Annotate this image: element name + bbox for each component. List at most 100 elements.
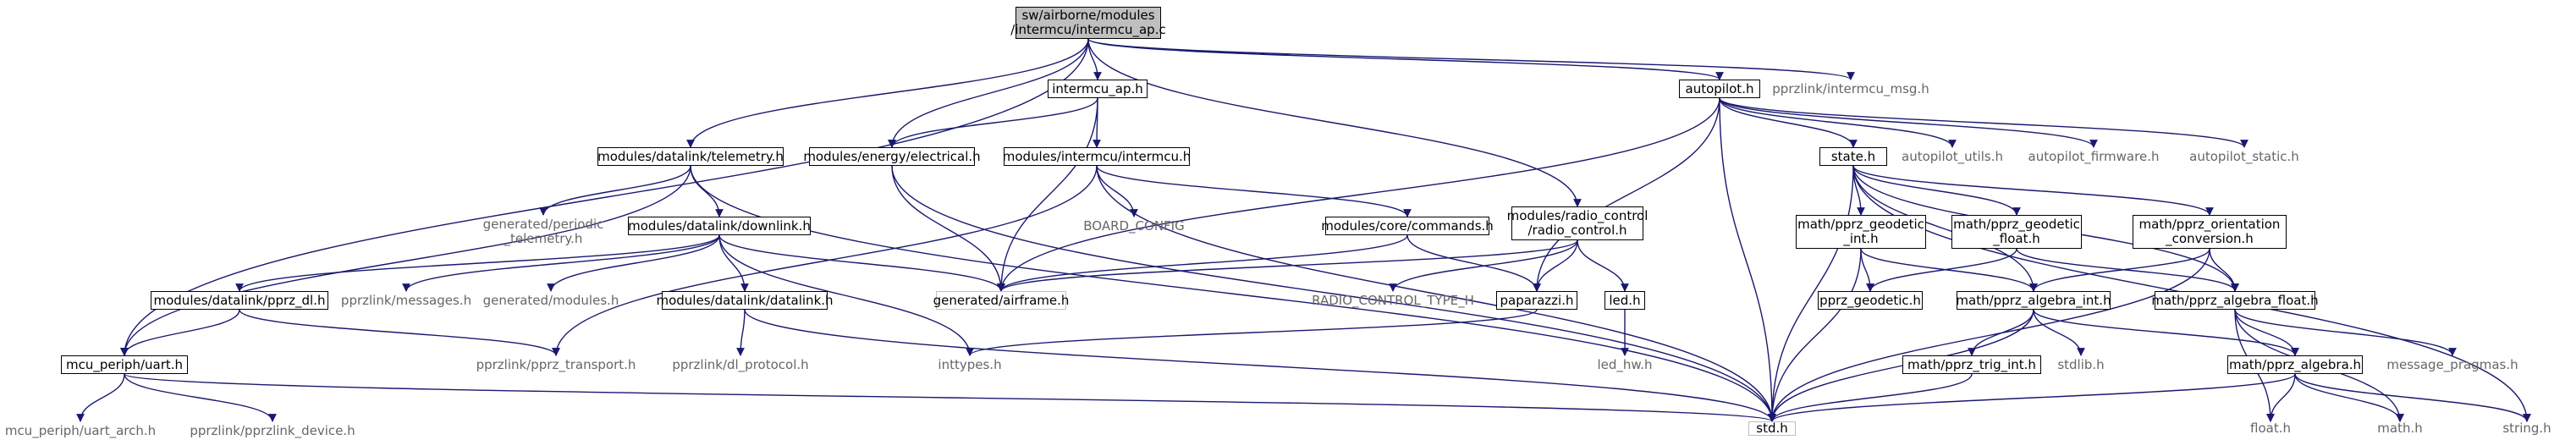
node-intermcu-h[interactable]: modules/intermcu/intermcu.h bbox=[1003, 147, 1191, 166]
node-std-h[interactable]: std.h bbox=[1748, 421, 1796, 436]
edge-pprz-orientation-conversion-h-to-pprz-algebra-int-h bbox=[2029, 248, 2210, 292]
edge-autopilot-h-to-autopilot-utils-h bbox=[1719, 97, 1957, 148]
edge-pprz-algebra-float-h-to-message-pragmas-h bbox=[2234, 309, 2457, 356]
node-pprzlink-messages-h[interactable]: pprzlink/messages.h bbox=[340, 292, 472, 308]
edge-intermcu-h-to-pprzlink-pprz-transport-h bbox=[552, 165, 1098, 356]
edge-intermcu-h-to-commands-h bbox=[1096, 165, 1412, 217]
node-electrical-h[interactable]: modules/energy/electrical.h bbox=[803, 147, 981, 166]
edge-pprz-geodetic-int-h-to-pprz-geodetic-h bbox=[1860, 248, 1874, 292]
node-autopilot-firmware-h[interactable]: autopilot_firmware.h bbox=[2028, 148, 2160, 164]
edge-radio-control-h-to-led-h bbox=[1577, 239, 1629, 292]
node-commands-h[interactable]: modules/core/commands.h bbox=[1321, 217, 1494, 235]
node-pprz-dl-h[interactable]: modules/datalink/pprz_dl.h bbox=[151, 291, 328, 310]
node-pprz-algebra-int-h[interactable]: math/pprz_algebra_int.h bbox=[1956, 291, 2111, 310]
edge-pprz-orientation-conversion-h-to-pprz-algebra-float-h bbox=[2209, 248, 2239, 292]
node-radio-control-h[interactable]: modules/radio_control /radio_control.h bbox=[1507, 206, 1648, 240]
edge-intermcu-ap-h-to-electrical-h bbox=[888, 97, 1098, 148]
edge-pprz-algebra-int-h-to-stdlib-h bbox=[2033, 309, 2085, 356]
node-uart-arch-h[interactable]: mcu_periph/uart_arch.h bbox=[4, 422, 157, 438]
edge-autopilot-h-to-state-h bbox=[1719, 97, 1858, 148]
edge-uart-h-to-pprzlink-device-h bbox=[124, 373, 277, 422]
edge-intermcu-h-to-std-h bbox=[1096, 165, 1776, 422]
node-inttypes-h[interactable]: inttypes.h bbox=[938, 356, 1002, 372]
edge-pprz-orientation-conversion-h-to-std-h bbox=[1768, 248, 2210, 422]
node-pprz-geodetic-h[interactable]: pprz_geodetic.h bbox=[1818, 291, 1923, 310]
edge-autopilot-h-to-autopilot-firmware-h bbox=[1719, 97, 2098, 148]
node-math-h[interactable]: math.h bbox=[2377, 421, 2423, 436]
node-generated-periodic-telemetry-h[interactable]: generated/periodic _telemetry.h bbox=[482, 217, 604, 246]
edge-state-h-to-pprz-geodetic-float-h bbox=[1852, 165, 2021, 216]
node-paparazzi-h[interactable]: paparazzi.h bbox=[1496, 291, 1577, 310]
node-uart-h[interactable]: mcu_periph/uart.h bbox=[61, 355, 188, 374]
node-board-config[interactable]: BOARD_CONFIG bbox=[1083, 217, 1185, 234]
edge-telemetry-h-to-generated-periodic-telemetry-h bbox=[539, 165, 691, 216]
edge-state-h-to-pprz-algebra-int-h bbox=[1852, 165, 2038, 292]
edge-pprz-algebra-h-to-string-h bbox=[2294, 373, 2531, 422]
edge-intermcu-ap-c-to-pprzlink-intermcu-msg-h bbox=[1087, 38, 1855, 80]
edge-telemetry-h-to-std-h bbox=[690, 165, 1776, 422]
edge-radio-control-h-to-generated-airframe-h bbox=[997, 239, 1578, 292]
edge-downlink-h-to-inttypes-h bbox=[718, 234, 974, 356]
node-float-h[interactable]: float.h bbox=[2250, 421, 2291, 436]
node-generated-modules-h[interactable]: generated/modules.h bbox=[482, 292, 619, 308]
edge-telemetry-h-to-downlink-h bbox=[690, 165, 724, 217]
node-telemetry-h[interactable]: modules/datalink/telemetry.h bbox=[597, 147, 784, 166]
edge-commands-h-to-generated-airframe-h bbox=[997, 234, 1408, 292]
edge-autopilot-h-to-generated-airframe-h bbox=[997, 97, 1720, 292]
edge-intermcu-ap-c-to-radio-control-h bbox=[1087, 38, 1582, 207]
edge-downlink-h-to-generated-airframe-h bbox=[718, 234, 1005, 292]
edge-pprz-algebra-int-h-to-pprz-trig-int-h bbox=[1968, 309, 2034, 356]
edge-autopilot-h-to-autopilot-static-h bbox=[1719, 97, 2248, 148]
edge-pprz-algebra-float-h-to-pprz-algebra-h bbox=[2234, 309, 2299, 356]
node-led-hw-h[interactable]: led_hw.h bbox=[1597, 356, 1653, 372]
node-pprzlink-intermcu-msg-h[interactable]: pprzlink/intermcu_msg.h bbox=[1772, 80, 1929, 96]
node-string-h[interactable]: string.h bbox=[2502, 421, 2551, 436]
node-autopilot-utils-h[interactable]: autopilot_utils.h bbox=[1902, 148, 2003, 164]
node-generated-airframe-h[interactable]: generated/airframe.h bbox=[933, 291, 1069, 310]
edge-uart-h-to-uart-arch-h bbox=[76, 373, 125, 422]
node-led-h[interactable]: led.h bbox=[1604, 291, 1645, 310]
edge-datalink-h-to-std-h bbox=[744, 309, 1776, 422]
node-pprz-algebra-h[interactable]: math/pprz_algebra.h bbox=[2227, 355, 2363, 374]
edge-pprz-geodetic-int-h-to-std-h bbox=[1768, 248, 1862, 422]
node-intermcu-ap-h[interactable]: intermcu_ap.h bbox=[1048, 80, 1148, 98]
node-intermcu-ap-c[interactable]: sw/airborne/modules /intermcu/intermcu_a… bbox=[1010, 7, 1166, 39]
edge-intermcu-ap-c-to-autopilot-h bbox=[1087, 38, 1724, 80]
edge-pprz-dl-h-to-pprzlink-pprz-transport-h bbox=[239, 309, 560, 356]
node-state-h[interactable]: state.h bbox=[1819, 147, 1887, 166]
edge-paparazzi-h-to-inttypes-h bbox=[966, 309, 1538, 356]
edge-downlink-h-to-generated-modules-h bbox=[547, 234, 720, 292]
edge-pprz-algebra-h-to-math-h bbox=[2294, 373, 2404, 422]
node-radio-control-type-h[interactable]: RADIO_CONTROL_TYPE_H bbox=[1312, 292, 1474, 308]
edge-autopilot-h-to-paparazzi-h bbox=[1533, 97, 1720, 292]
node-stdlib-h[interactable]: stdlib.h bbox=[2057, 356, 2105, 372]
edge-datalink-h-to-pprzlink-dl-protocol-h bbox=[736, 309, 746, 356]
node-pprzlink-pprz-transport-h[interactable]: pprzlink/pprz_transport.h bbox=[476, 356, 636, 372]
node-message-pragmas-h[interactable]: message_pragmas.h bbox=[2386, 356, 2518, 372]
edge-pprz-trig-int-h-to-std-h bbox=[1768, 373, 1973, 422]
edge-downlink-h-to-datalink-h bbox=[718, 234, 749, 292]
edge-intermcu-ap-c-to-electrical-h bbox=[888, 38, 1089, 148]
node-downlink-h[interactable]: modules/datalink/downlink.h bbox=[628, 217, 811, 235]
node-pprz-geodetic-int-h[interactable]: math/pprz_geodetic _int.h bbox=[1796, 215, 1926, 249]
edge-electrical-h-to-generated-airframe-h bbox=[891, 165, 1005, 292]
node-pprzlink-device-h[interactable]: pprzlink/pprzlink_device.h bbox=[190, 422, 355, 438]
edge-pprz-algebra-int-h-to-pprz-algebra-h bbox=[2033, 309, 2299, 356]
edge-pprz-dl-h-to-uart-h bbox=[120, 309, 240, 356]
node-pprz-orientation-conversion-h[interactable]: math/pprz_orientation _conversion.h bbox=[2133, 215, 2287, 249]
edge-pprz-algebra-h-to-std-h bbox=[1768, 373, 2296, 422]
node-autopilot-static-h[interactable]: autopilot_static.h bbox=[2189, 148, 2299, 164]
node-pprz-trig-int-h[interactable]: math/pprz_trig_int.h bbox=[1902, 355, 2041, 374]
edge-downlink-h-to-pprzlink-messages-h bbox=[402, 234, 720, 292]
edge-state-h-to-pprz-orientation-conversion-h bbox=[1852, 165, 2214, 216]
node-datalink-h[interactable]: modules/datalink/datalink.h bbox=[656, 291, 834, 310]
edge-state-h-to-std-h bbox=[1768, 165, 1854, 422]
node-pprz-geodetic-float-h[interactable]: math/pprz_geodetic _float.h bbox=[1951, 215, 2082, 249]
node-pprzlink-dl-protocol-h[interactable]: pprzlink/dl_protocol.h bbox=[672, 356, 809, 372]
edge-pprz-algebra-h-to-float-h bbox=[2266, 373, 2296, 422]
node-pprz-algebra-float-h[interactable]: math/pprz_algebra_float.h bbox=[2151, 291, 2319, 310]
edge-intermcu-ap-h-to-generated-airframe-h bbox=[997, 97, 1098, 292]
node-autopilot-h[interactable]: autopilot.h bbox=[1679, 80, 1760, 98]
